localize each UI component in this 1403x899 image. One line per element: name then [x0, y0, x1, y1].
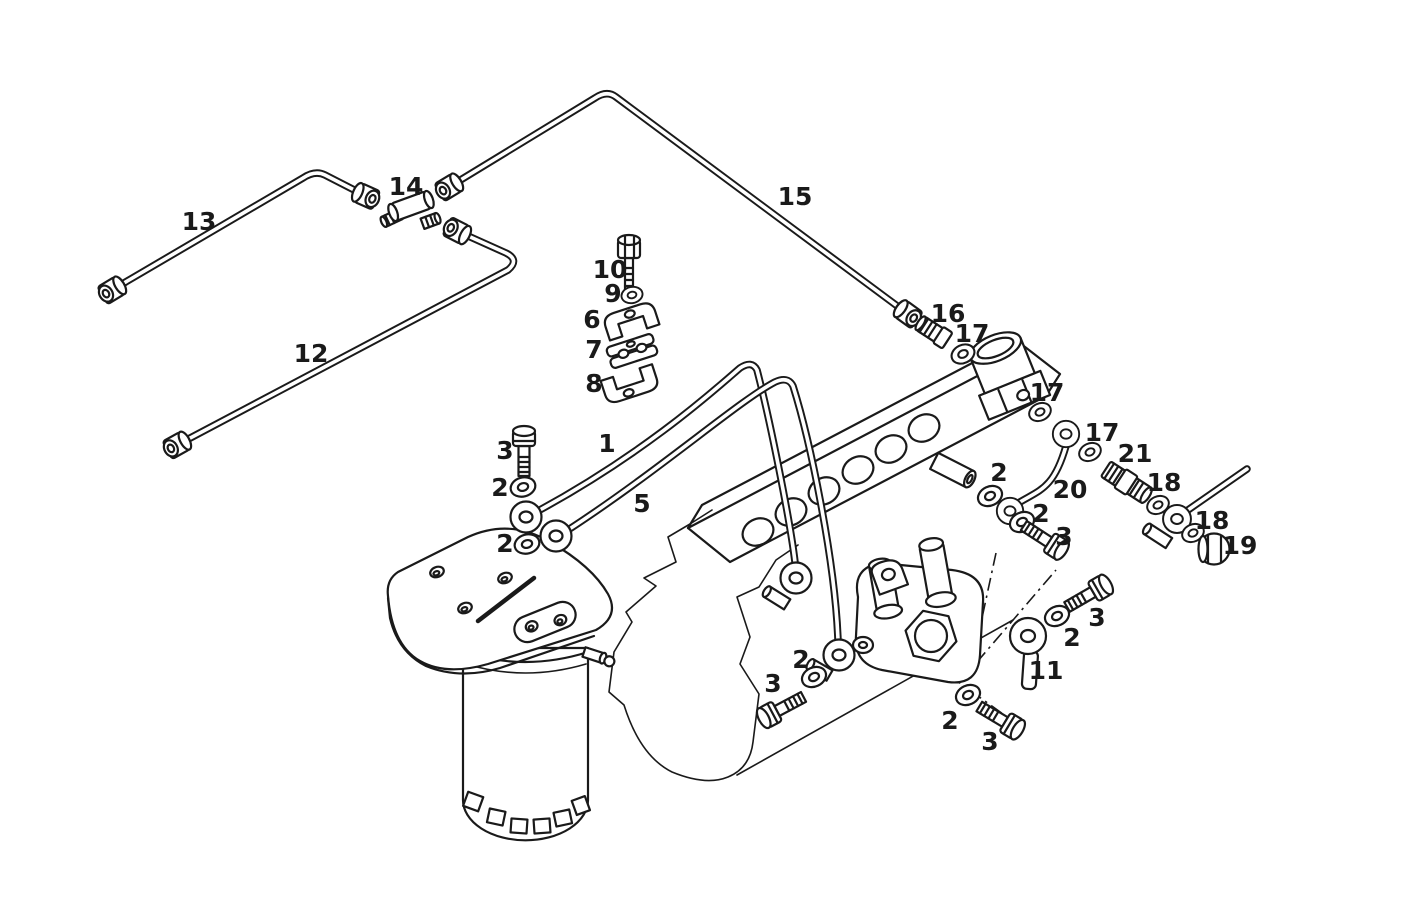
banjo-bolt-11 [1008, 616, 1048, 691]
callout-10: 10 [593, 255, 628, 284]
callout-17: 17 [1085, 418, 1120, 447]
hex-plug [904, 609, 958, 663]
washer-2 [507, 473, 539, 501]
canister-notch [509, 817, 529, 835]
union-21 [1100, 461, 1153, 504]
pump-block [851, 537, 985, 684]
callout-21: 21 [1118, 439, 1153, 468]
callout-18: 18 [1147, 468, 1182, 497]
callout-2: 2 [1032, 499, 1049, 528]
callout-11: 11 [1029, 656, 1064, 685]
clamp-bolt-10 [616, 233, 642, 300]
cap-nut-19 [1197, 532, 1231, 566]
plate-hole [457, 601, 473, 615]
banjo-fitting-right [1141, 465, 1251, 550]
callout-12: 12 [294, 339, 329, 368]
callout-8: 8 [585, 369, 602, 398]
plate-hole [429, 565, 445, 579]
callout-6: 6 [583, 305, 600, 334]
bleed-nipple [581, 646, 616, 668]
clamp-7 [605, 333, 659, 369]
callout-15: 15 [778, 182, 813, 211]
callout-3: 3 [496, 436, 513, 465]
phantom-leader [970, 552, 1057, 670]
filter-canister [461, 646, 592, 842]
rail-stud [928, 451, 977, 489]
callout-16: 16 [931, 299, 966, 328]
callout-3: 3 [981, 727, 998, 756]
rail-hole [741, 517, 775, 547]
pipe-1-lower-banjo [761, 561, 813, 611]
callout-7: 7 [585, 335, 602, 364]
pipe-5-banjo-eye [539, 519, 573, 553]
banjo-bolt-cylinder [918, 537, 957, 609]
pipe-1 [534, 360, 799, 566]
callout-9: 9 [604, 279, 621, 308]
flare-nut [439, 214, 475, 248]
flare-nut [159, 428, 195, 462]
callout-2: 2 [792, 645, 809, 674]
canister-notch [570, 794, 592, 817]
block-tab [870, 559, 910, 596]
callout-1: 1 [598, 429, 615, 458]
callout-2: 2 [941, 706, 958, 735]
callout-17: 17 [955, 319, 990, 348]
callout-17: 17 [1030, 378, 1065, 407]
callout-18: 18 [1195, 506, 1230, 535]
canister-notch [532, 817, 552, 835]
mounting-rail [686, 338, 1062, 564]
washer-2 [951, 680, 985, 710]
callout-19: 19 [1223, 531, 1258, 560]
rail-hole [874, 434, 908, 464]
washer-9 [618, 283, 646, 307]
union-16 [914, 315, 953, 350]
hose-20 [995, 419, 1081, 526]
plate-hole [497, 571, 513, 585]
pipe-1-banjo-eye [509, 500, 543, 534]
callout-2: 2 [990, 458, 1007, 487]
fitting-14 [379, 189, 442, 231]
flare-nut [348, 180, 384, 212]
clamp-6 [603, 302, 661, 342]
filter-bracket-plate [386, 527, 616, 675]
callout-3: 3 [764, 669, 781, 698]
clamp-8 [599, 363, 659, 404]
rail-hole [907, 413, 941, 443]
filter-head [968, 331, 1052, 421]
pipe-15 [431, 90, 926, 332]
callout-3: 3 [1088, 603, 1105, 632]
callout-3: 3 [1055, 522, 1072, 551]
canister-notch [552, 808, 574, 828]
engine-case-outline [608, 509, 799, 782]
pipe-5 [564, 376, 842, 644]
callout-2: 2 [491, 473, 508, 502]
callout-20: 20 [1053, 475, 1088, 504]
slotted-boss [513, 600, 577, 644]
pipe-13 [94, 169, 384, 307]
pipe-12 [159, 214, 518, 462]
bolt-3 [511, 424, 537, 478]
callout-13: 13 [182, 207, 217, 236]
callout-14: 14 [389, 172, 424, 201]
callout-2: 2 [496, 529, 513, 558]
rail-hole [841, 455, 875, 485]
callout-2: 2 [1063, 623, 1080, 652]
canister-notch [461, 790, 485, 813]
callout-5: 5 [633, 489, 650, 518]
canister-notch [485, 807, 507, 827]
block-port [851, 635, 875, 655]
